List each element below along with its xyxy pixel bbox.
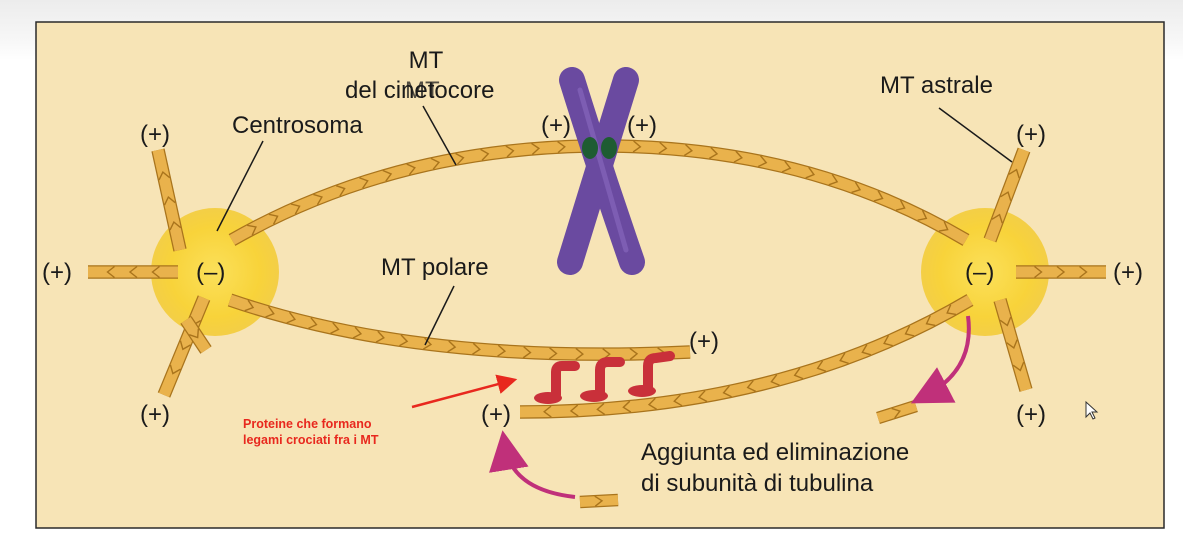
label-mt-kinetochore-line1: MT [409,47,444,74]
sign-plus-right: (+) [1113,259,1143,286]
sign-plus-polar-bottom: (+) [481,401,511,428]
mt-astral-right-horizontal [1016,265,1106,279]
sign-plus-bottom-right: (+) [1016,401,1046,428]
leader-centrosome [216,140,264,232]
label-crosslink-line1: Proteine che formano [243,417,372,431]
sign-minus-left: (–) [196,259,225,286]
label-tubulin-line2: di subunità di tubulina [641,470,874,497]
sign-minus-right: (–) [965,259,994,286]
leader-mt-kinetochore [422,105,457,166]
mt-kinetochore-left [228,139,589,246]
crosslink-pointer-arrow [411,374,518,409]
microtubule-layer [88,139,1106,509]
mt-polar-right [519,294,974,419]
sign-plus-bottom-left: (+) [140,401,170,428]
chromosome [557,67,645,275]
leader-mt-astral [938,107,1013,163]
label-tubulin-line1: Aggiunta ed eliminazione [641,439,909,466]
mt-astral-right-bottom [993,298,1033,392]
crosslinking-proteins [534,351,675,404]
tubulin-subunit-removed [876,400,918,424]
label-mt-kinetochore-line2: del cinetocore [345,77,494,104]
tubulin-subunit-added [579,493,619,509]
mt-astral-left-top [151,148,187,252]
mt-astral-right-top [983,147,1031,243]
sign-plus-kinetochore-right: (+) [627,112,657,139]
label-crosslink-line2: legami crociati fra i MT [243,433,379,447]
tubulin-addition-arrow [489,430,576,499]
leader-mt-polar [424,285,455,346]
kinetochore [582,137,617,159]
label-centrosome: Centrosoma [232,112,363,139]
sign-plus-polar-top: (+) [689,328,719,355]
label-mt-kinetochore-overlap: MT [405,77,440,104]
tubulin-removal-arrow [910,315,971,404]
mt-astral-left-horizontal [88,265,178,279]
label-mt-astral: MT astrale [880,72,993,99]
sign-plus-top-right: (+) [1016,121,1046,148]
mt-kinetochore-right [610,139,970,246]
sign-plus-top-left: (+) [140,121,170,148]
mt-astral-left-lower [180,316,212,354]
mouse-pointer-icon [1085,400,1099,420]
label-mt-polar: MT polare [381,254,489,281]
sign-plus-left: (+) [42,259,72,286]
sign-plus-kinetochore-left: (+) [541,112,571,139]
